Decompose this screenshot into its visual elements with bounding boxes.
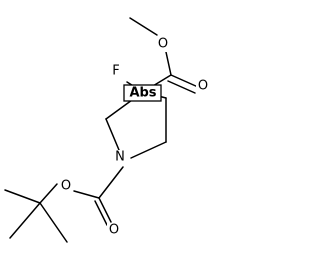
bond-tbu-methyl-3 bbox=[9, 202, 41, 239]
atom-label-carbamate-o: O bbox=[61, 179, 71, 194]
stereo-box bbox=[123, 84, 162, 102]
bond-n-carbamate-c bbox=[98, 166, 124, 199]
bond-o-carbonyl-c bbox=[165, 51, 172, 76]
atom-label-fluorine: F bbox=[112, 64, 119, 79]
atom-label-ring-n: N bbox=[115, 150, 125, 165]
bond-tbu-methyl-2 bbox=[39, 202, 68, 243]
bond-carbamate-c-double-o-b bbox=[94, 200, 108, 226]
bond-carbamate-c-double-o-a bbox=[98, 197, 112, 223]
molecule-diagram: Abs O O F N O O bbox=[4, 17, 210, 243]
bond-ester-c-double-o-a bbox=[170, 74, 199, 88]
atom-label-ester-carbonyl-o: O bbox=[198, 79, 208, 94]
structure-canvas: Abs O O F N O O bbox=[4, 17, 210, 243]
bond-ester-c-double-o-b bbox=[167, 80, 196, 94]
bond-tbu-methyl-1 bbox=[4, 189, 41, 204]
stereo-label: Abs bbox=[129, 86, 156, 101]
atom-label-carbamate-carbonyl-o: O bbox=[109, 223, 119, 238]
bond-carbamate-c-o bbox=[73, 190, 100, 199]
atom-label-methyl-ester-o: O bbox=[158, 37, 168, 52]
bond-methyl-o bbox=[129, 17, 158, 36]
bond-ch2-left-n bbox=[105, 118, 120, 151]
bond-o-tbu-c bbox=[39, 183, 58, 204]
bond-n-ch2-bottom bbox=[130, 141, 167, 159]
